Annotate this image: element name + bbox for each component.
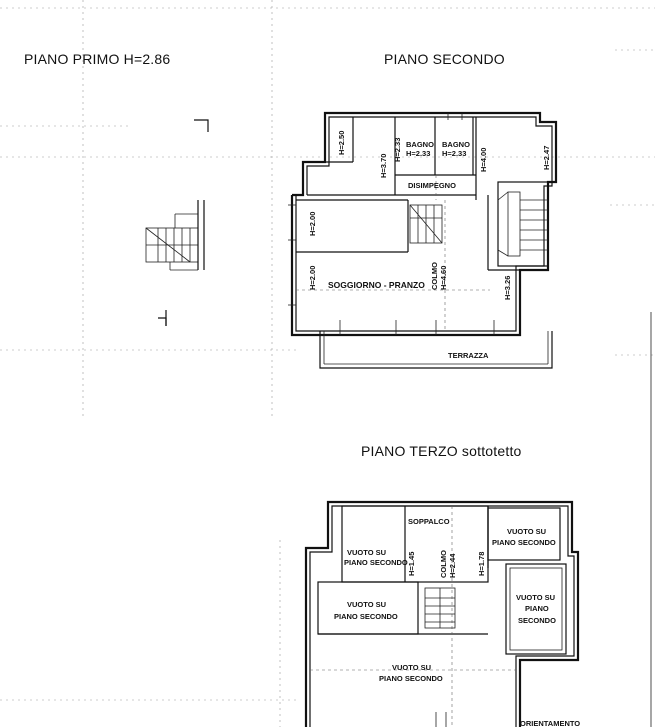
- height-1-78: H=1.78: [477, 552, 486, 576]
- title-piano-secondo: PIANO SECONDO: [384, 51, 505, 67]
- label-vuoto-4-a: VUOTO SU: [516, 593, 555, 602]
- label-soppalco: SOPPALCO: [408, 517, 450, 526]
- height-2-47: H=2.47: [542, 146, 551, 170]
- label-soggiorno: SOGGIORNO - PRANZO: [328, 280, 425, 290]
- label-colmo-secondo-height: H=4.60: [439, 266, 448, 290]
- height-2-00-b: H=2.00: [308, 266, 317, 290]
- label-bagno-1-height: H=2.33: [406, 149, 430, 158]
- label-vuoto-5-a: VUOTO SU: [392, 663, 431, 672]
- stair-terzo: [424, 587, 456, 629]
- piano-terzo-labels: SOPPALCO VUOTO SU PIANO SECONDO VUOTO SU…: [334, 517, 556, 683]
- piano-primo-plan: [145, 119, 209, 326]
- height-3-70: H=3.70: [379, 154, 388, 178]
- label-vuoto-4-c: SECONDO: [518, 616, 556, 625]
- label-vuoto-1-a: VUOTO SU: [347, 548, 386, 557]
- height-4-00: H=4.00: [479, 148, 488, 172]
- label-bagno-1: BAGNO: [406, 140, 434, 149]
- height-2-33: H=2.33: [393, 138, 402, 162]
- label-colmo-secondo: COLMO: [430, 262, 439, 290]
- piano-terzo-plan: [304, 500, 580, 727]
- label-vuoto-2-a: VUOTO SU: [507, 527, 546, 536]
- stair-secondo: [409, 204, 443, 244]
- label-colmo-terzo-height: H=2.44: [448, 553, 457, 578]
- label-vuoto-1-b: PIANO SECONDO: [344, 558, 408, 567]
- piano-secondo-labels: BAGNO H=2.33 BAGNO H=2.33 DISIMPEGNO SOG…: [308, 131, 551, 360]
- label-bagno-2-height: H=2.33: [442, 149, 466, 158]
- height-2-00-a: H=2.00: [308, 212, 317, 236]
- label-terrazza: TERRAZZA: [448, 351, 489, 360]
- label-disimpegno: DISIMPEGNO: [408, 181, 456, 190]
- label-colmo-terzo: COLMO: [439, 550, 448, 578]
- label-orientamento: ORIENTAMENTO: [520, 719, 580, 727]
- label-vuoto-3-a: VUOTO SU: [347, 600, 386, 609]
- title-piano-primo: PIANO PRIMO H=2.86: [24, 51, 171, 67]
- label-vuoto-3-b: PIANO SECONDO: [334, 612, 398, 621]
- stairwell-secondo: [497, 181, 549, 267]
- label-vuoto-5-b: PIANO SECONDO: [379, 674, 443, 683]
- label-vuoto-2-b: PIANO SECONDO: [492, 538, 556, 547]
- label-bagno-2: BAGNO: [442, 140, 470, 149]
- label-vuoto-4-b: PIANO: [525, 604, 549, 613]
- stair-primo: [145, 200, 205, 271]
- height-1-45: H=1.45: [407, 552, 416, 576]
- height-3-26: H=3.26: [503, 276, 512, 300]
- piano-secondo-plan: [288, 111, 558, 369]
- title-piano-terzo: PIANO TERZO sottotetto: [361, 443, 522, 459]
- height-2-50: H=2.50: [337, 131, 346, 155]
